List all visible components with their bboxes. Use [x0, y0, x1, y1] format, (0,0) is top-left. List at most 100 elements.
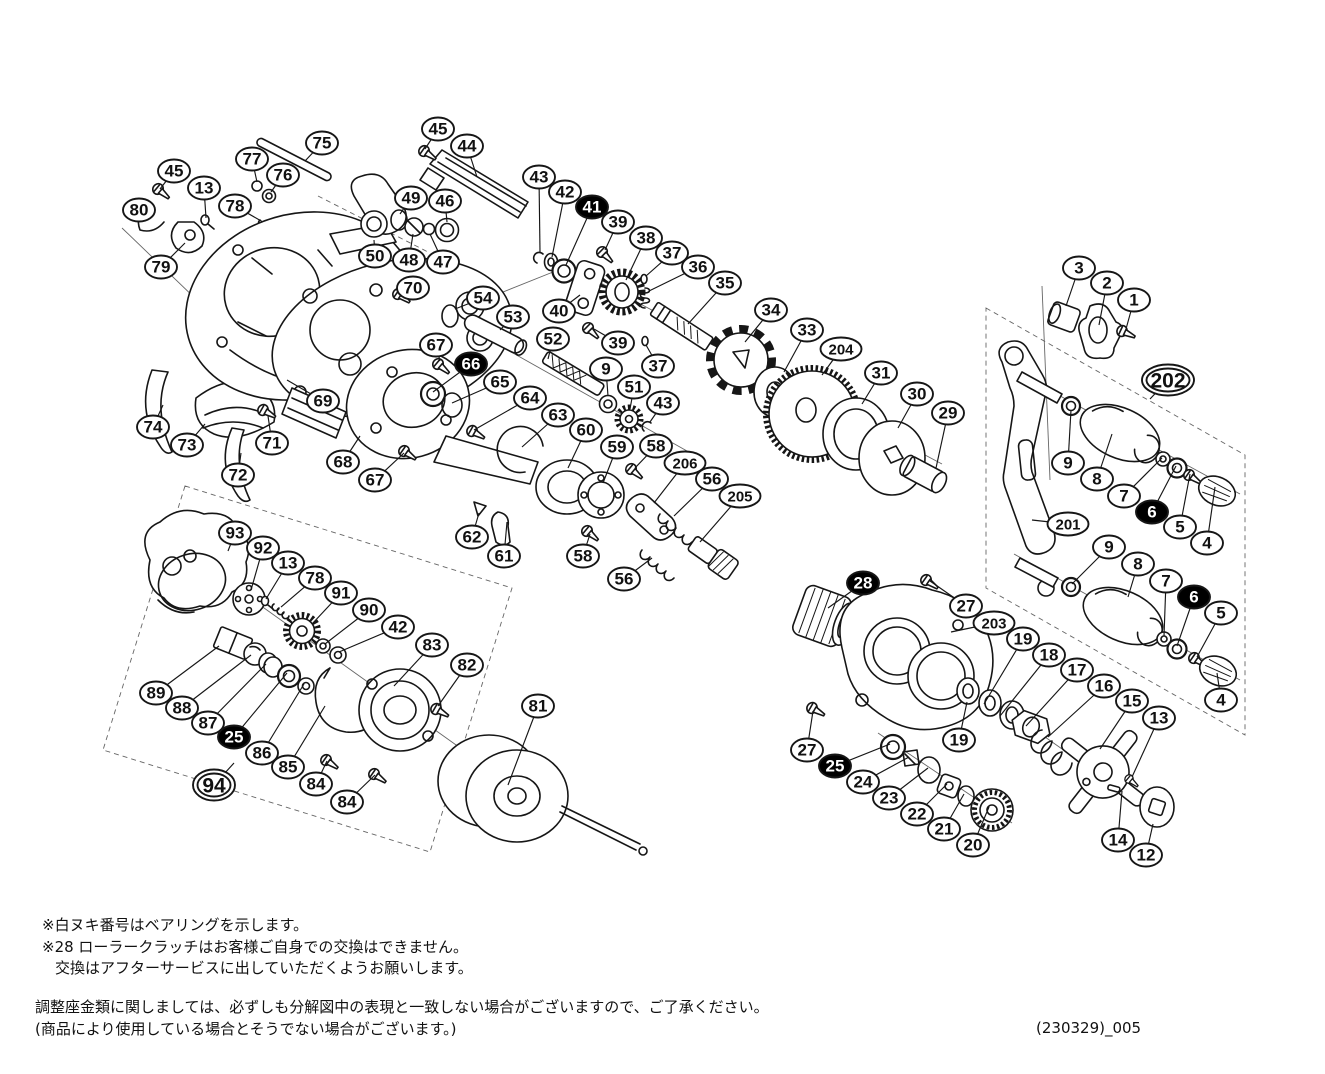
- clip-62: [473, 501, 487, 517]
- bearing-9: [1060, 576, 1082, 598]
- callout-4: 4: [1190, 486, 1224, 556]
- svg-text:41: 41: [583, 198, 602, 217]
- svg-text:46: 46: [436, 192, 455, 211]
- screw-58: [578, 522, 603, 546]
- svg-text:22: 22: [908, 805, 927, 824]
- bearing-callout-25: 25: [818, 743, 891, 779]
- note-line: 交換はアフターサービスに出していただくようお願いします。: [55, 959, 473, 977]
- callout-12: 12: [1129, 823, 1163, 868]
- screw-64: [464, 422, 488, 444]
- svg-text:29: 29: [939, 404, 958, 423]
- callout-7: 7: [1149, 568, 1183, 637]
- callout-27: 27: [790, 710, 824, 763]
- washer-7: [1155, 451, 1171, 467]
- callout-16: 16: [1047, 673, 1121, 738]
- svg-text:203: 203: [981, 616, 1006, 633]
- knob-cap-4: [1198, 655, 1238, 687]
- callout-42: 42: [548, 179, 582, 258]
- svg-text:201: 201: [1055, 517, 1080, 534]
- disclaimer: 調整座金類に関しましては、必ずしも分解図中の表現と一致しない場合がございますので…: [35, 996, 769, 1040]
- callout-14: 14: [1101, 790, 1135, 853]
- callout-36: 36: [648, 254, 715, 292]
- callout-56: 56: [673, 466, 729, 517]
- callout-93: 93: [218, 520, 252, 552]
- spring-56: [657, 513, 693, 546]
- svg-text:31: 31: [872, 364, 891, 383]
- svg-text:68: 68: [334, 453, 353, 472]
- washer-18: [978, 689, 1002, 717]
- callout-78: 78: [280, 565, 332, 608]
- svg-text:88: 88: [173, 699, 192, 718]
- svg-text:27: 27: [798, 741, 817, 760]
- yoke-206: [625, 493, 677, 541]
- callout-51: 51: [617, 374, 651, 410]
- e-ring-43: [641, 420, 652, 432]
- svg-text:204: 204: [828, 342, 854, 359]
- svg-text:56: 56: [703, 470, 722, 489]
- callout-45: 45: [421, 116, 455, 150]
- star-drag-15: [1060, 729, 1146, 815]
- callout-201: 201: [1031, 511, 1090, 537]
- assembly-callout-202: 202: [1141, 363, 1195, 400]
- callout-78: 78: [218, 193, 264, 223]
- svg-text:81: 81: [529, 697, 548, 716]
- screw-27: [804, 699, 828, 721]
- svg-text:87: 87: [199, 714, 218, 733]
- o-ring-21: [957, 785, 975, 807]
- svg-text:4: 4: [1216, 691, 1226, 710]
- pin-37: [640, 273, 648, 285]
- callout-5: 5: [1163, 473, 1197, 540]
- svg-text:74: 74: [144, 418, 163, 437]
- svg-text:75: 75: [313, 134, 332, 153]
- callout-85: 85: [271, 705, 326, 780]
- callout-46: 46: [428, 188, 462, 223]
- disc-12: [1139, 786, 1175, 828]
- svg-text:27: 27: [957, 597, 976, 616]
- callout-23: 23: [872, 767, 929, 811]
- bearing-callout-25: 25: [217, 672, 288, 750]
- callout-39: 39: [593, 328, 635, 356]
- bearing-25: [276, 663, 302, 689]
- svg-text:44: 44: [458, 137, 477, 156]
- svg-text:79: 79: [152, 258, 171, 277]
- svg-text:19: 19: [1014, 630, 1033, 649]
- callout-5: 5: [1196, 600, 1238, 658]
- callout-87: 87: [191, 663, 267, 736]
- callout-70: 70: [396, 275, 430, 301]
- pawl-61: [490, 511, 511, 546]
- handle-assembly-202: [998, 301, 1238, 687]
- callout-42: 42: [338, 614, 415, 653]
- knob-shaft: [1014, 557, 1059, 588]
- callout-44: 44: [450, 133, 484, 178]
- svg-text:6: 6: [1189, 588, 1198, 607]
- callout-84: 84: [330, 774, 376, 815]
- callout-77: 77: [235, 146, 269, 183]
- callout-89: 89: [139, 645, 220, 706]
- right-side-plate-group: [792, 571, 1175, 832]
- note-line: ※白ヌキ番号はベアリングを示します。: [42, 916, 309, 934]
- washer-9: [598, 394, 618, 414]
- svg-text:45: 45: [165, 162, 184, 181]
- top-left-small-parts: [137, 137, 332, 254]
- washer-42: [329, 646, 347, 664]
- callout-9: 9: [589, 356, 623, 397]
- callout-29: 29: [931, 400, 965, 469]
- callout-203: 203: [950, 610, 1016, 636]
- callout-76: 76: [266, 162, 300, 193]
- spring-56: [639, 549, 675, 582]
- svg-text:89: 89: [147, 684, 166, 703]
- svg-text:9: 9: [1063, 454, 1072, 473]
- callout-59: 59: [600, 434, 634, 484]
- screw-39: [593, 243, 617, 267]
- svg-text:50: 50: [366, 247, 385, 266]
- callout-58: 58: [566, 533, 600, 569]
- callout-15: 15: [1099, 688, 1149, 750]
- svg-text:78: 78: [306, 569, 325, 588]
- svg-text:53: 53: [504, 308, 523, 327]
- svg-text:8: 8: [1092, 470, 1101, 489]
- callout-74: 74: [136, 404, 170, 440]
- washer-19: [956, 677, 980, 705]
- svg-text:34: 34: [762, 301, 781, 320]
